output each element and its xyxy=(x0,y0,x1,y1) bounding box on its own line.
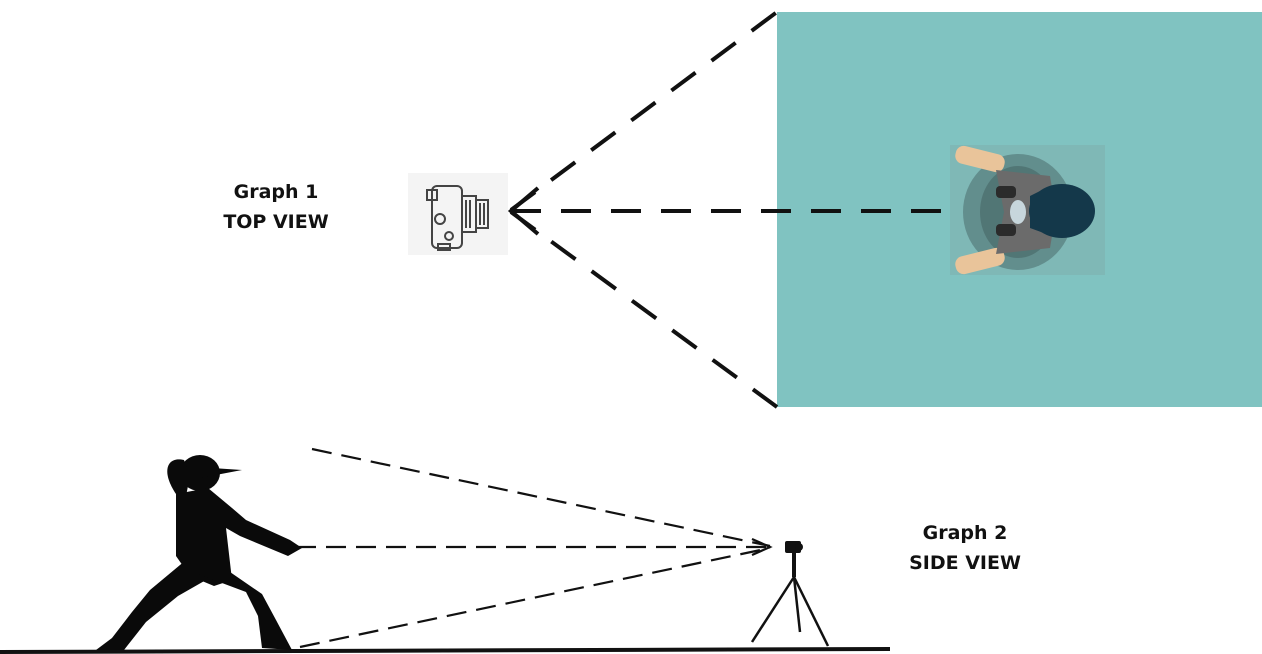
graph2-caption: Graph 2 SIDE VIEW xyxy=(885,518,1045,578)
graph2-title: Graph 2 xyxy=(922,522,1008,544)
martial-artist-silhouette xyxy=(96,455,302,650)
side-sight-line-lower xyxy=(299,546,771,649)
graph2-subtitle: SIDE VIEW xyxy=(909,552,1021,574)
graph1-title: Graph 1 xyxy=(233,181,319,203)
person-top-view xyxy=(950,145,1105,275)
camera-icon xyxy=(408,173,508,255)
sight-arrowhead xyxy=(507,186,540,236)
side-view-sight-lines xyxy=(296,447,771,649)
graph1-subtitle: TOP VIEW xyxy=(223,211,329,233)
graph1-caption: Graph 1 TOP VIEW xyxy=(196,177,356,237)
side-sight-line-upper xyxy=(311,447,771,548)
ground-line xyxy=(0,647,891,654)
sight-line-upper xyxy=(509,10,779,212)
sight-line-lower xyxy=(509,210,779,409)
tripod-camera-icon xyxy=(750,541,830,647)
top-view-sight-lines xyxy=(509,10,948,409)
side-sight-arrowhead xyxy=(751,537,773,557)
